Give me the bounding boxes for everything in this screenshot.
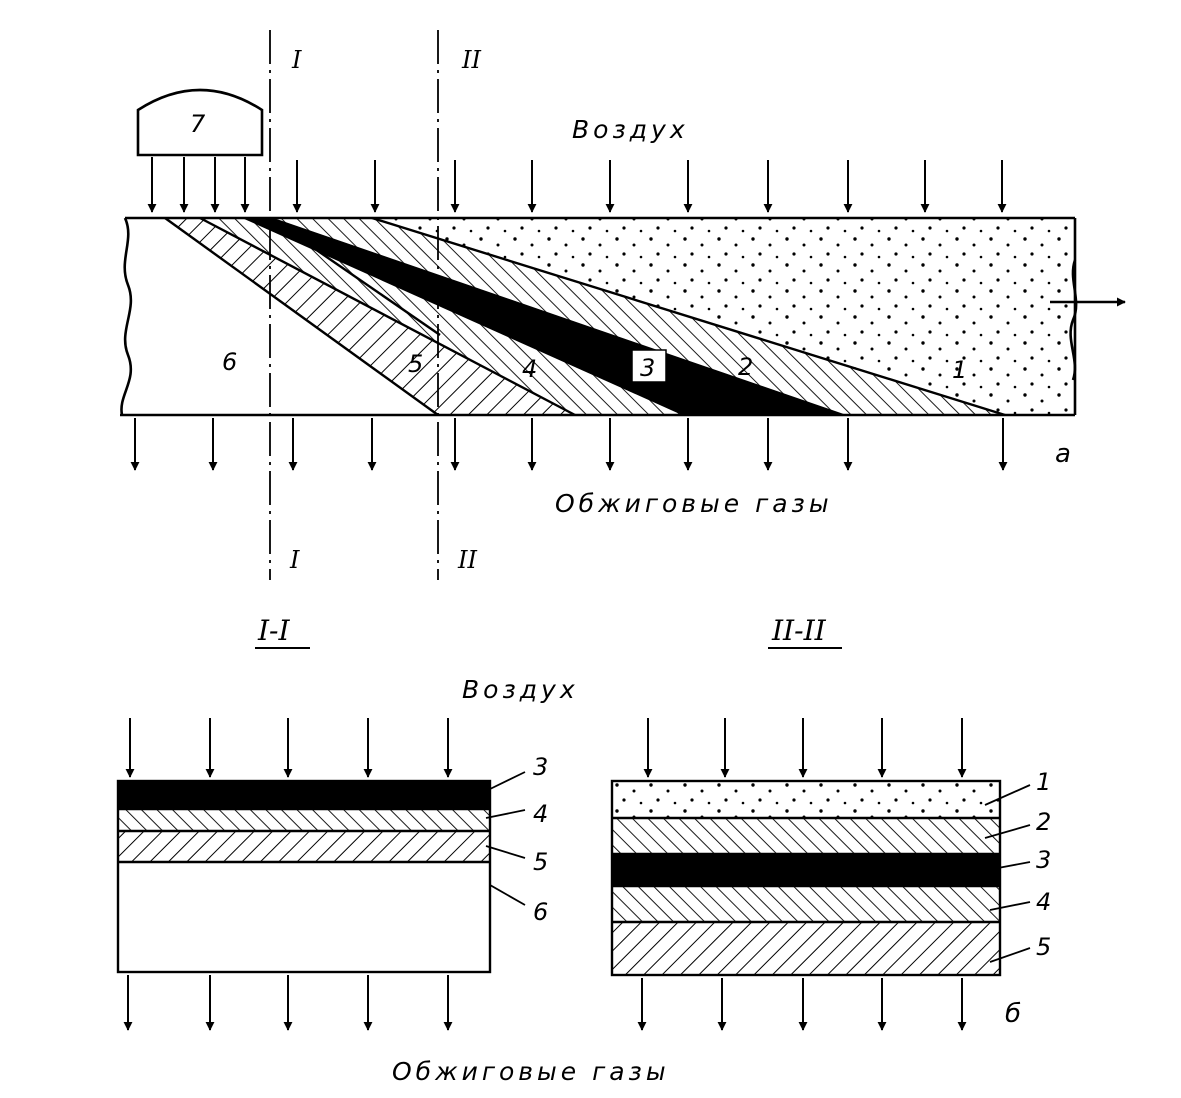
- zone-label-4: 4: [522, 355, 537, 383]
- burner-label: 7: [190, 110, 206, 138]
- air-arrows-II-II: [643, 718, 967, 778]
- layer-4-I: [118, 809, 490, 831]
- zone-1-raw-charge: [372, 218, 1075, 415]
- zone-5-layer: [165, 218, 575, 415]
- air-label-bottom: Воздух: [462, 675, 579, 704]
- section-I-bottom-label: I: [289, 546, 300, 574]
- zone-label-1: 1: [952, 356, 967, 384]
- zone-2-layer: [270, 218, 1005, 415]
- figure-letter-a: а: [1055, 439, 1071, 469]
- layer-2-II: [612, 818, 1000, 854]
- longitudinal-section: 7 Воздух: [120, 30, 1126, 580]
- I-label-3: 3: [533, 753, 548, 781]
- air-label-top: Воздух: [572, 115, 689, 144]
- zone-3-combustion: [245, 218, 843, 415]
- zone-4-layer: [200, 218, 685, 415]
- gas-arrows-I-I: [123, 975, 453, 1031]
- layer-6-I: [118, 862, 490, 972]
- cross-section-II-II: 1 2 3 4 5 б: [610, 718, 1051, 1031]
- II-label-1: 1: [1036, 768, 1051, 796]
- zone-label-5: 5: [408, 350, 423, 378]
- section-II-top-label: II: [461, 46, 481, 74]
- layer-5-I: [118, 831, 490, 862]
- II-label-3: 3: [1036, 846, 1051, 874]
- section-II-II-title: II-II: [771, 614, 827, 647]
- section-I-top-label: I: [291, 46, 302, 74]
- layer-3-II: [612, 854, 1000, 886]
- zone-label-6: 6: [222, 348, 237, 376]
- gas-label-top: Обжиговые газы: [555, 489, 833, 518]
- air-arrows-I-I: [125, 718, 453, 778]
- figure-letter-b: б: [1005, 999, 1021, 1029]
- cross-section-I-I: 3 4 5 6: [116, 718, 548, 1031]
- layer-1-II: [612, 781, 1000, 818]
- zone-label-2: 2: [738, 353, 753, 381]
- I-label-6: 6: [533, 898, 548, 926]
- section-II-bottom-label: II: [457, 546, 477, 574]
- I-label-5: 5: [533, 848, 548, 876]
- section-I-I-title: I-I: [257, 614, 291, 647]
- gas-label-bottom: Обжиговые газы: [392, 1057, 670, 1086]
- air-flow-arrows-top: [292, 160, 1007, 213]
- section-lines: [269, 30, 439, 580]
- layer-5-II: [612, 922, 1000, 975]
- II-label-2: 2: [1036, 808, 1051, 836]
- burner-arrows: [147, 157, 250, 213]
- I-label-4: 4: [533, 800, 548, 828]
- zone-3-label-box: [631, 349, 667, 383]
- ignition-burner: [136, 88, 264, 157]
- gas-flow-arrows-top: [130, 418, 1008, 471]
- II-label-5: 5: [1036, 933, 1051, 961]
- II-label-4: 4: [1036, 888, 1051, 916]
- gas-arrows-II-II: [637, 978, 967, 1031]
- layer-4-II: [612, 886, 1000, 922]
- layer-3-I: [118, 781, 490, 809]
- zone-label-3: 3: [640, 354, 655, 382]
